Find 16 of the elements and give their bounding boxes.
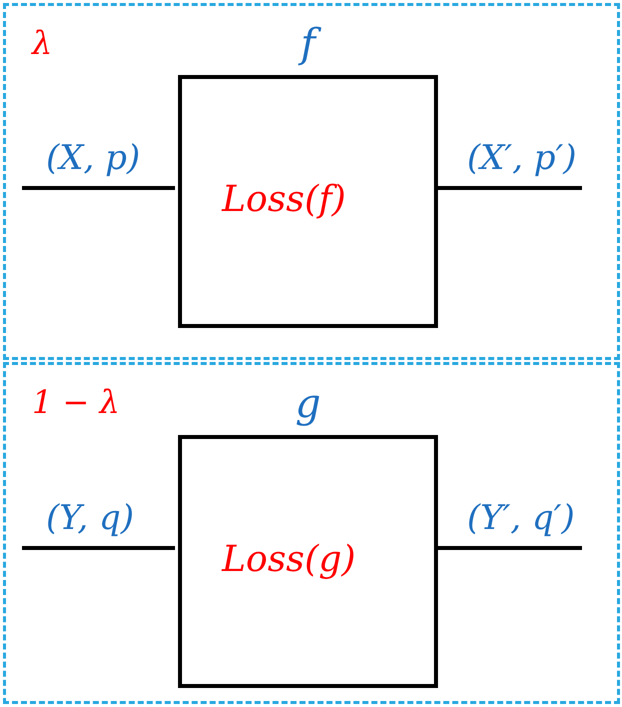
- edge-label: (X′, p′): [467, 138, 577, 178]
- edge-label: (X, p): [46, 138, 140, 178]
- edge-label: (Y, q): [46, 498, 134, 538]
- signal-line: [435, 186, 582, 190]
- signal-line: [22, 546, 175, 550]
- dashed-panel: [3, 3, 620, 360]
- signal-line: [435, 546, 582, 550]
- loss-label: Loss(f): [222, 179, 346, 220]
- edge-label: (Y′, q′): [467, 498, 575, 538]
- signal-line: [22, 186, 175, 190]
- function-label: g: [294, 381, 322, 427]
- weight-label: λ: [32, 24, 52, 62]
- function-label: f: [182, 21, 434, 67]
- loss-label: Loss(g): [222, 539, 356, 580]
- dashed-panel: [3, 362, 620, 704]
- weight-label: 1 − λ: [32, 383, 120, 421]
